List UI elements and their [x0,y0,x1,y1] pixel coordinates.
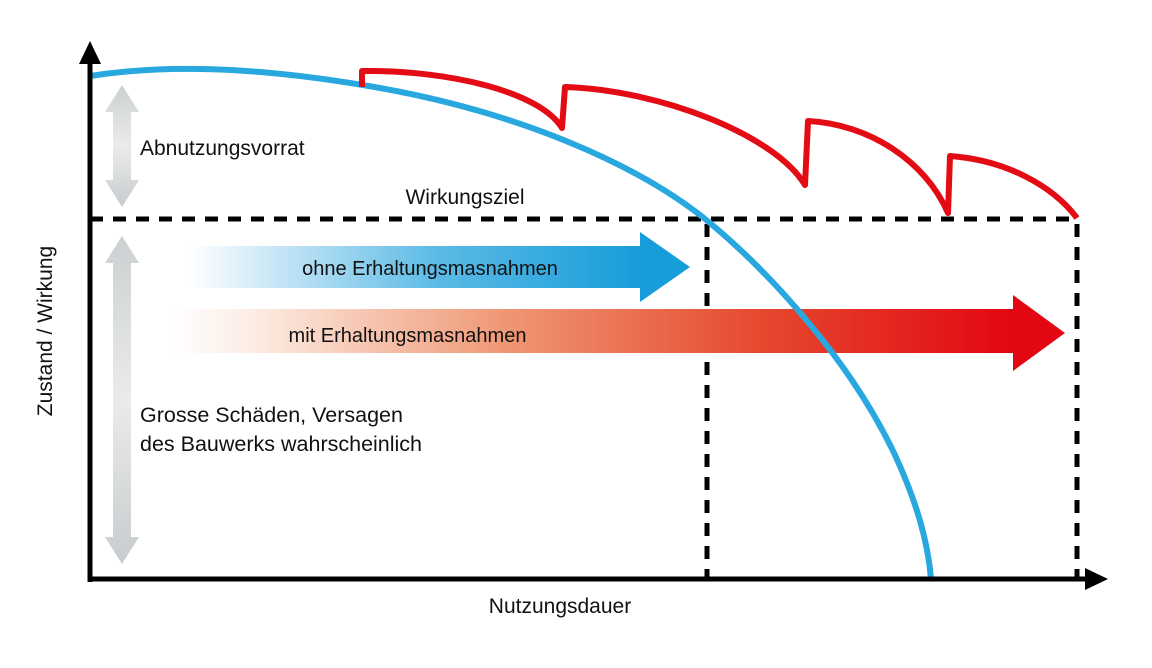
wear-reserve-label: Abnutzungsvorrat [140,137,305,160]
y-axis-arrowhead-icon [79,41,101,64]
y-axis [79,41,101,582]
y-axis-label: Zustand / Wirkung [34,245,57,417]
timeline-arrow-with-maintenance-head-icon [1013,295,1065,371]
effect-target-label: Wirkungsziel [405,186,525,209]
timeline-arrow-with-maintenance [172,295,1065,371]
condition-curve-with-maintenance [359,67,1080,220]
damage-warning-line1: Grosse Schäden, Versagen [140,403,403,427]
timeline-arrow-without-maintenance-head-icon [640,232,690,302]
timeline-arrow-without-maintenance [190,232,690,302]
damage-warning-label: Grosse Schäden, Versagen des Bauwerks wa… [140,401,422,459]
damage-warning-line2: des Bauwerks wahrscheinlich [140,432,423,456]
damage-range-double-arrow-icon [105,236,139,564]
x-axis-label: Nutzungsdauer [488,595,632,618]
x-axis-arrowhead-icon [1085,568,1108,590]
wear-reserve-double-arrow-icon [105,85,139,207]
with-maintenance-label: mit Erhaltungsmasnahmen [288,325,527,347]
condition-curve-without-maintenance [89,65,934,580]
timeline-arrow-without-maintenance-body [190,246,640,288]
timeline-arrow-with-maintenance-body [172,309,1013,353]
x-axis [88,568,1108,590]
without-maintenance-label: ohne Erhaltungsmasnahmen [302,258,558,280]
